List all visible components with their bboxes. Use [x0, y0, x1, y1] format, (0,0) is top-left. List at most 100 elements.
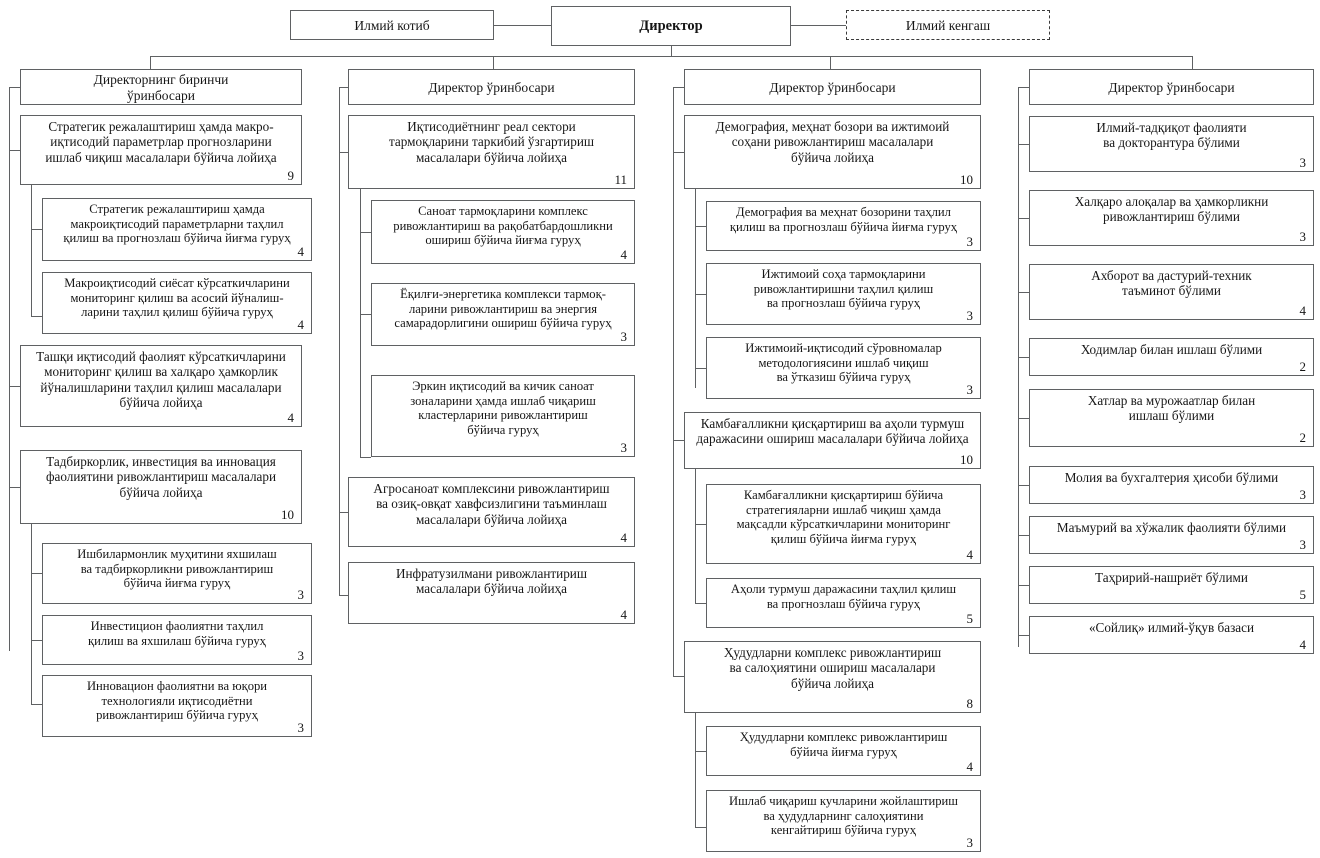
node-deputy-4[interactable]: Директор ўринбосари — [1029, 69, 1314, 105]
node-label: Молия ва бухгалтерия ҳисоби бўлими — [1064, 470, 1279, 485]
tick-c1-g2 — [31, 316, 42, 317]
node-c1-group-3[interactable]: Ишбилармонлик муҳитини яхшилаш ва тадбир… — [42, 543, 312, 604]
node-c1-group-1[interactable]: Стратегик режалаштириш ҳамда макроиқтисо… — [42, 198, 312, 261]
node-deputy-2[interactable]: Директор ўринбосари — [348, 69, 635, 105]
spine-col3 — [673, 87, 674, 676]
node-label: Ташқи иқтисодий фаолият кўрсаткичларини … — [36, 349, 286, 410]
node-c4-dept-3[interactable]: Ахборот ва дастурий-техник таъминот бўли… — [1029, 264, 1314, 320]
node-count: 2 — [1299, 430, 1307, 446]
node-count: 4 — [287, 410, 295, 426]
node-c4-dept-4[interactable]: Ходимлар билан ишлаш бўлими 2 — [1029, 338, 1314, 376]
node-label: Директор ўринбосари — [428, 79, 555, 95]
node-label: Хатлар ва мурожаатлар билан ишлаш бўлими — [1087, 393, 1256, 424]
node-c2-project-3[interactable]: Инфратузилмани ривожлантириш масалалари … — [348, 562, 635, 624]
node-count: 11 — [614, 172, 627, 188]
node-count: 3 — [620, 440, 628, 456]
tick-c3-g3 — [695, 368, 706, 369]
node-c3-project-3[interactable]: Ҳудудларни комплекс ривожлантириш ва сал… — [684, 641, 981, 713]
spine-col4 — [1018, 87, 1019, 647]
node-c3-group-3[interactable]: Ижтимоий-иқтисодий сўровномалар методоло… — [706, 337, 981, 399]
node-scientific-secretary[interactable]: Илмий котиб — [290, 10, 494, 40]
node-label: Директор ўринбосари — [769, 79, 896, 95]
node-label: Инновацион фаолиятни ва юқори технология… — [86, 679, 268, 723]
node-c3-project-1[interactable]: Демография, меҳнат бозори ва ижтимоий со… — [684, 115, 981, 189]
node-count: 3 — [620, 329, 628, 345]
node-label: Ишлаб чиқариш кучларини жойлаштириш ва ҳ… — [729, 794, 958, 838]
node-c3-group-1[interactable]: Демография ва меҳнат бозорини таҳлил қил… — [706, 201, 981, 251]
connector-bus-col3 — [830, 56, 831, 69]
tick-c3-g2 — [695, 294, 706, 295]
node-count: 4 — [620, 607, 628, 623]
node-c1-project-3[interactable]: Тадбиркорлик, инвестиция ва инновация фа… — [20, 450, 302, 524]
node-c1-project-2[interactable]: Ташқи иқтисодий фаолият кўрсаткичларини … — [20, 345, 302, 427]
node-c4-dept-6[interactable]: Молия ва бухгалтерия ҳисоби бўлими 3 — [1029, 466, 1314, 504]
spine-col2 — [339, 87, 340, 595]
tick-c1-p2 — [9, 386, 20, 387]
node-c4-dept-8[interactable]: Таҳририй-нашриёт бўлими 5 — [1029, 566, 1314, 604]
connector-director-council — [791, 25, 846, 26]
node-c3-group-7[interactable]: Ишлаб чиқариш кучларини жойлаштириш ва ҳ… — [706, 790, 981, 852]
tick-col2-head — [339, 87, 348, 88]
node-count: 4 — [297, 244, 305, 260]
node-count: 3 — [966, 382, 974, 398]
node-label: Ижтимоий соҳа тармоқларини ривожлантириш… — [753, 267, 934, 311]
node-count: 10 — [960, 172, 973, 188]
tick-c3-g7 — [695, 827, 706, 828]
node-c4-dept-2[interactable]: Халқаро алоқалар ва ҳамкорликни ривожлан… — [1029, 190, 1314, 246]
node-label: Агросаноат комплексини ривожлантириш ва … — [373, 481, 610, 527]
node-c2-project-2[interactable]: Агросаноат комплексини ривожлантириш ва … — [348, 477, 635, 547]
node-count: 3 — [966, 835, 974, 851]
node-c1-group-5[interactable]: Инновацион фаолиятни ва юқори технология… — [42, 675, 312, 737]
node-count: 3 — [1299, 537, 1307, 553]
node-label: Инфратузилмани ривожлантириш масалалари … — [395, 566, 588, 597]
node-c2-project-1[interactable]: Иқтисодиётнинг реал сектори тармоқларини… — [348, 115, 635, 189]
node-c3-group-4[interactable]: Камбағалликни қисқартириш бўйича стратег… — [706, 484, 981, 564]
connector-secretary-director — [494, 25, 551, 26]
node-c4-dept-7[interactable]: Маъмурий ва хўжалик фаолияти бўлими 3 — [1029, 516, 1314, 554]
connector-director-down — [671, 46, 672, 56]
tick-c3-p3 — [673, 676, 684, 677]
node-c4-dept-9[interactable]: «Сойлиқ» илмий-ўқув базаси 4 — [1029, 616, 1314, 654]
node-c1-project-1[interactable]: Стратегик режалаштириш ҳамда макро- иқти… — [20, 115, 302, 185]
tick-c4-d5 — [1018, 418, 1029, 419]
node-deputy-first[interactable]: Директорнинг биринчи ўринбосари — [20, 69, 302, 105]
node-count: 4 — [620, 247, 628, 263]
subspine-c3-b — [695, 469, 696, 603]
node-c3-group-5[interactable]: Аҳоли турмуш даражасини таҳлил қилиш ва … — [706, 578, 981, 628]
node-c2-group-2[interactable]: Ёқилғи-энергетика комплекси тармоқ- лари… — [371, 283, 635, 346]
node-c2-group-1[interactable]: Саноат тармоқларини комплекс ривожлантир… — [371, 200, 635, 264]
node-label: Ходимлар билан ишлаш бўлими — [1080, 342, 1263, 357]
tick-c1-g4 — [31, 640, 42, 641]
node-c3-group-6[interactable]: Ҳудудларни комплекс ривожлантириш бўйича… — [706, 726, 981, 776]
node-count: 4 — [297, 317, 305, 333]
node-c2-group-3[interactable]: Эркин иқтисодий ва кичик саноат зоналари… — [371, 375, 635, 457]
node-label: Камбағалликни қисқартириш ва аҳоли турму… — [696, 416, 969, 447]
node-label: Ахборот ва дастурий-техник таъминот бўли… — [1091, 268, 1252, 299]
tick-col1-head — [9, 87, 20, 88]
node-deputy-3[interactable]: Директор ўринбосари — [684, 69, 981, 105]
node-c3-group-2[interactable]: Ижтимоий соҳа тармоқларини ривожлантириш… — [706, 263, 981, 325]
node-c1-group-4[interactable]: Инвестицион фаолиятни таҳлил қилиш ва ях… — [42, 615, 312, 665]
node-label: Стратегик режалаштириш ҳамда макро- иқти… — [45, 119, 277, 165]
tick-c2-p2 — [339, 512, 348, 513]
node-label: Маъмурий ва хўжалик фаолияти бўлими — [1056, 520, 1287, 535]
node-count: 4 — [966, 759, 974, 775]
node-c3-project-2[interactable]: Камбағалликни қисқартириш ва аҳоли турму… — [684, 412, 981, 469]
subspine-c1-a — [31, 185, 32, 316]
node-count: 5 — [966, 611, 974, 627]
node-count: 3 — [297, 587, 305, 603]
node-count: 4 — [620, 530, 628, 546]
tick-c4-d3 — [1018, 292, 1029, 293]
tick-c1-g1 — [31, 229, 42, 230]
node-label: Ижтимоий-иқтисодий сўровномалар методоло… — [745, 341, 942, 385]
node-label: Директор — [639, 18, 703, 35]
node-c4-dept-5[interactable]: Хатлар ва мурожаатлар билан ишлаш бўлими… — [1029, 389, 1314, 447]
node-c1-group-2[interactable]: Макроиқтисодий сиёсат кўрсаткичларини мо… — [42, 272, 312, 334]
node-scientific-council[interactable]: Илмий кенгаш — [846, 10, 1050, 40]
node-label: Ишбилармонлик муҳитини яхшилаш ва тадбир… — [77, 547, 277, 591]
subspine-c1-b — [31, 524, 32, 704]
node-c4-dept-1[interactable]: Илмий-тадқиқот фаолияти ва докторантура … — [1029, 116, 1314, 172]
node-director[interactable]: Директор — [551, 6, 791, 46]
tick-c2-g1 — [360, 232, 371, 233]
